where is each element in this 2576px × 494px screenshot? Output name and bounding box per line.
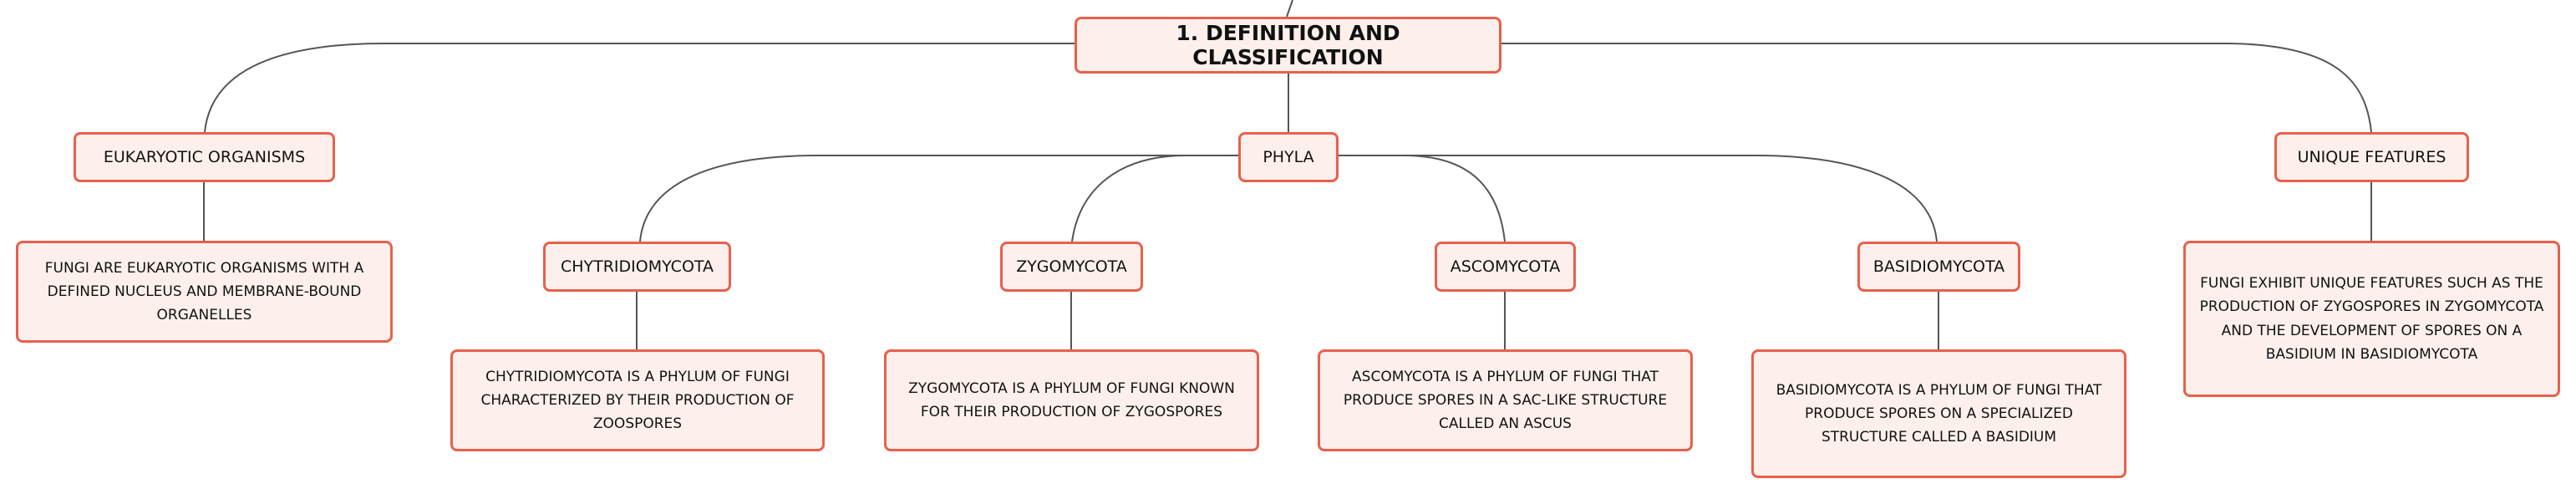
ascomycota-detail-node[interactable]: ASCOMYCOTA IS A PHYLUM OF FUNGI THAT PRO…	[1318, 349, 1693, 451]
zygomycota-detail-node[interactable]: ZYGOMYCOTA IS A PHYLUM OF FUNGI KNOWN FO…	[884, 349, 1259, 451]
ascomycota-node[interactable]: ASCOMYCOTA	[1435, 242, 1576, 292]
basidiomycota-detail-node[interactable]: BASIDIOMYCOTA IS A PHYLUM OF FUNGI THAT …	[1751, 349, 2126, 478]
unique-features-detail-node[interactable]: FUNGI EXHIBIT UNIQUE FEATURES SUCH AS TH…	[2183, 241, 2560, 397]
phyla-node[interactable]: PHYLA	[1238, 132, 1339, 182]
link-root-unique	[1501, 43, 2372, 133]
eukaryotic-detail-node[interactable]: FUNGI ARE EUKARYOTIC ORGANISMS WITH A DE…	[16, 241, 393, 343]
basidiomycota-node[interactable]: BASIDIOMYCOTA	[1857, 242, 2020, 292]
link-phyla-basidiomycota	[1339, 155, 1938, 242]
unique-features-node[interactable]: UNIQUE FEATURES	[2274, 132, 2469, 182]
link-parent-stub	[1286, 0, 1293, 18]
link-phyla-zygomycota	[1071, 155, 1238, 242]
link-phyla-ascomycota	[1339, 155, 1506, 242]
chytridiomycota-node[interactable]: CHYTRIDIOMYCOTA	[543, 242, 731, 292]
zygomycota-node[interactable]: ZYGOMYCOTA	[1000, 242, 1143, 292]
eukaryotic-node[interactable]: EUKARYOTIC ORGANISMS	[74, 132, 335, 182]
link-phyla-chytridiomycota	[639, 155, 1238, 242]
root-node[interactable]: 1. DEFINITION AND CLASSIFICATION	[1075, 17, 1501, 74]
link-root-eukaryotic	[204, 43, 1075, 133]
chytridiomycota-detail-node[interactable]: CHYTRIDIOMYCOTA IS A PHYLUM OF FUNGI CHA…	[450, 349, 825, 451]
